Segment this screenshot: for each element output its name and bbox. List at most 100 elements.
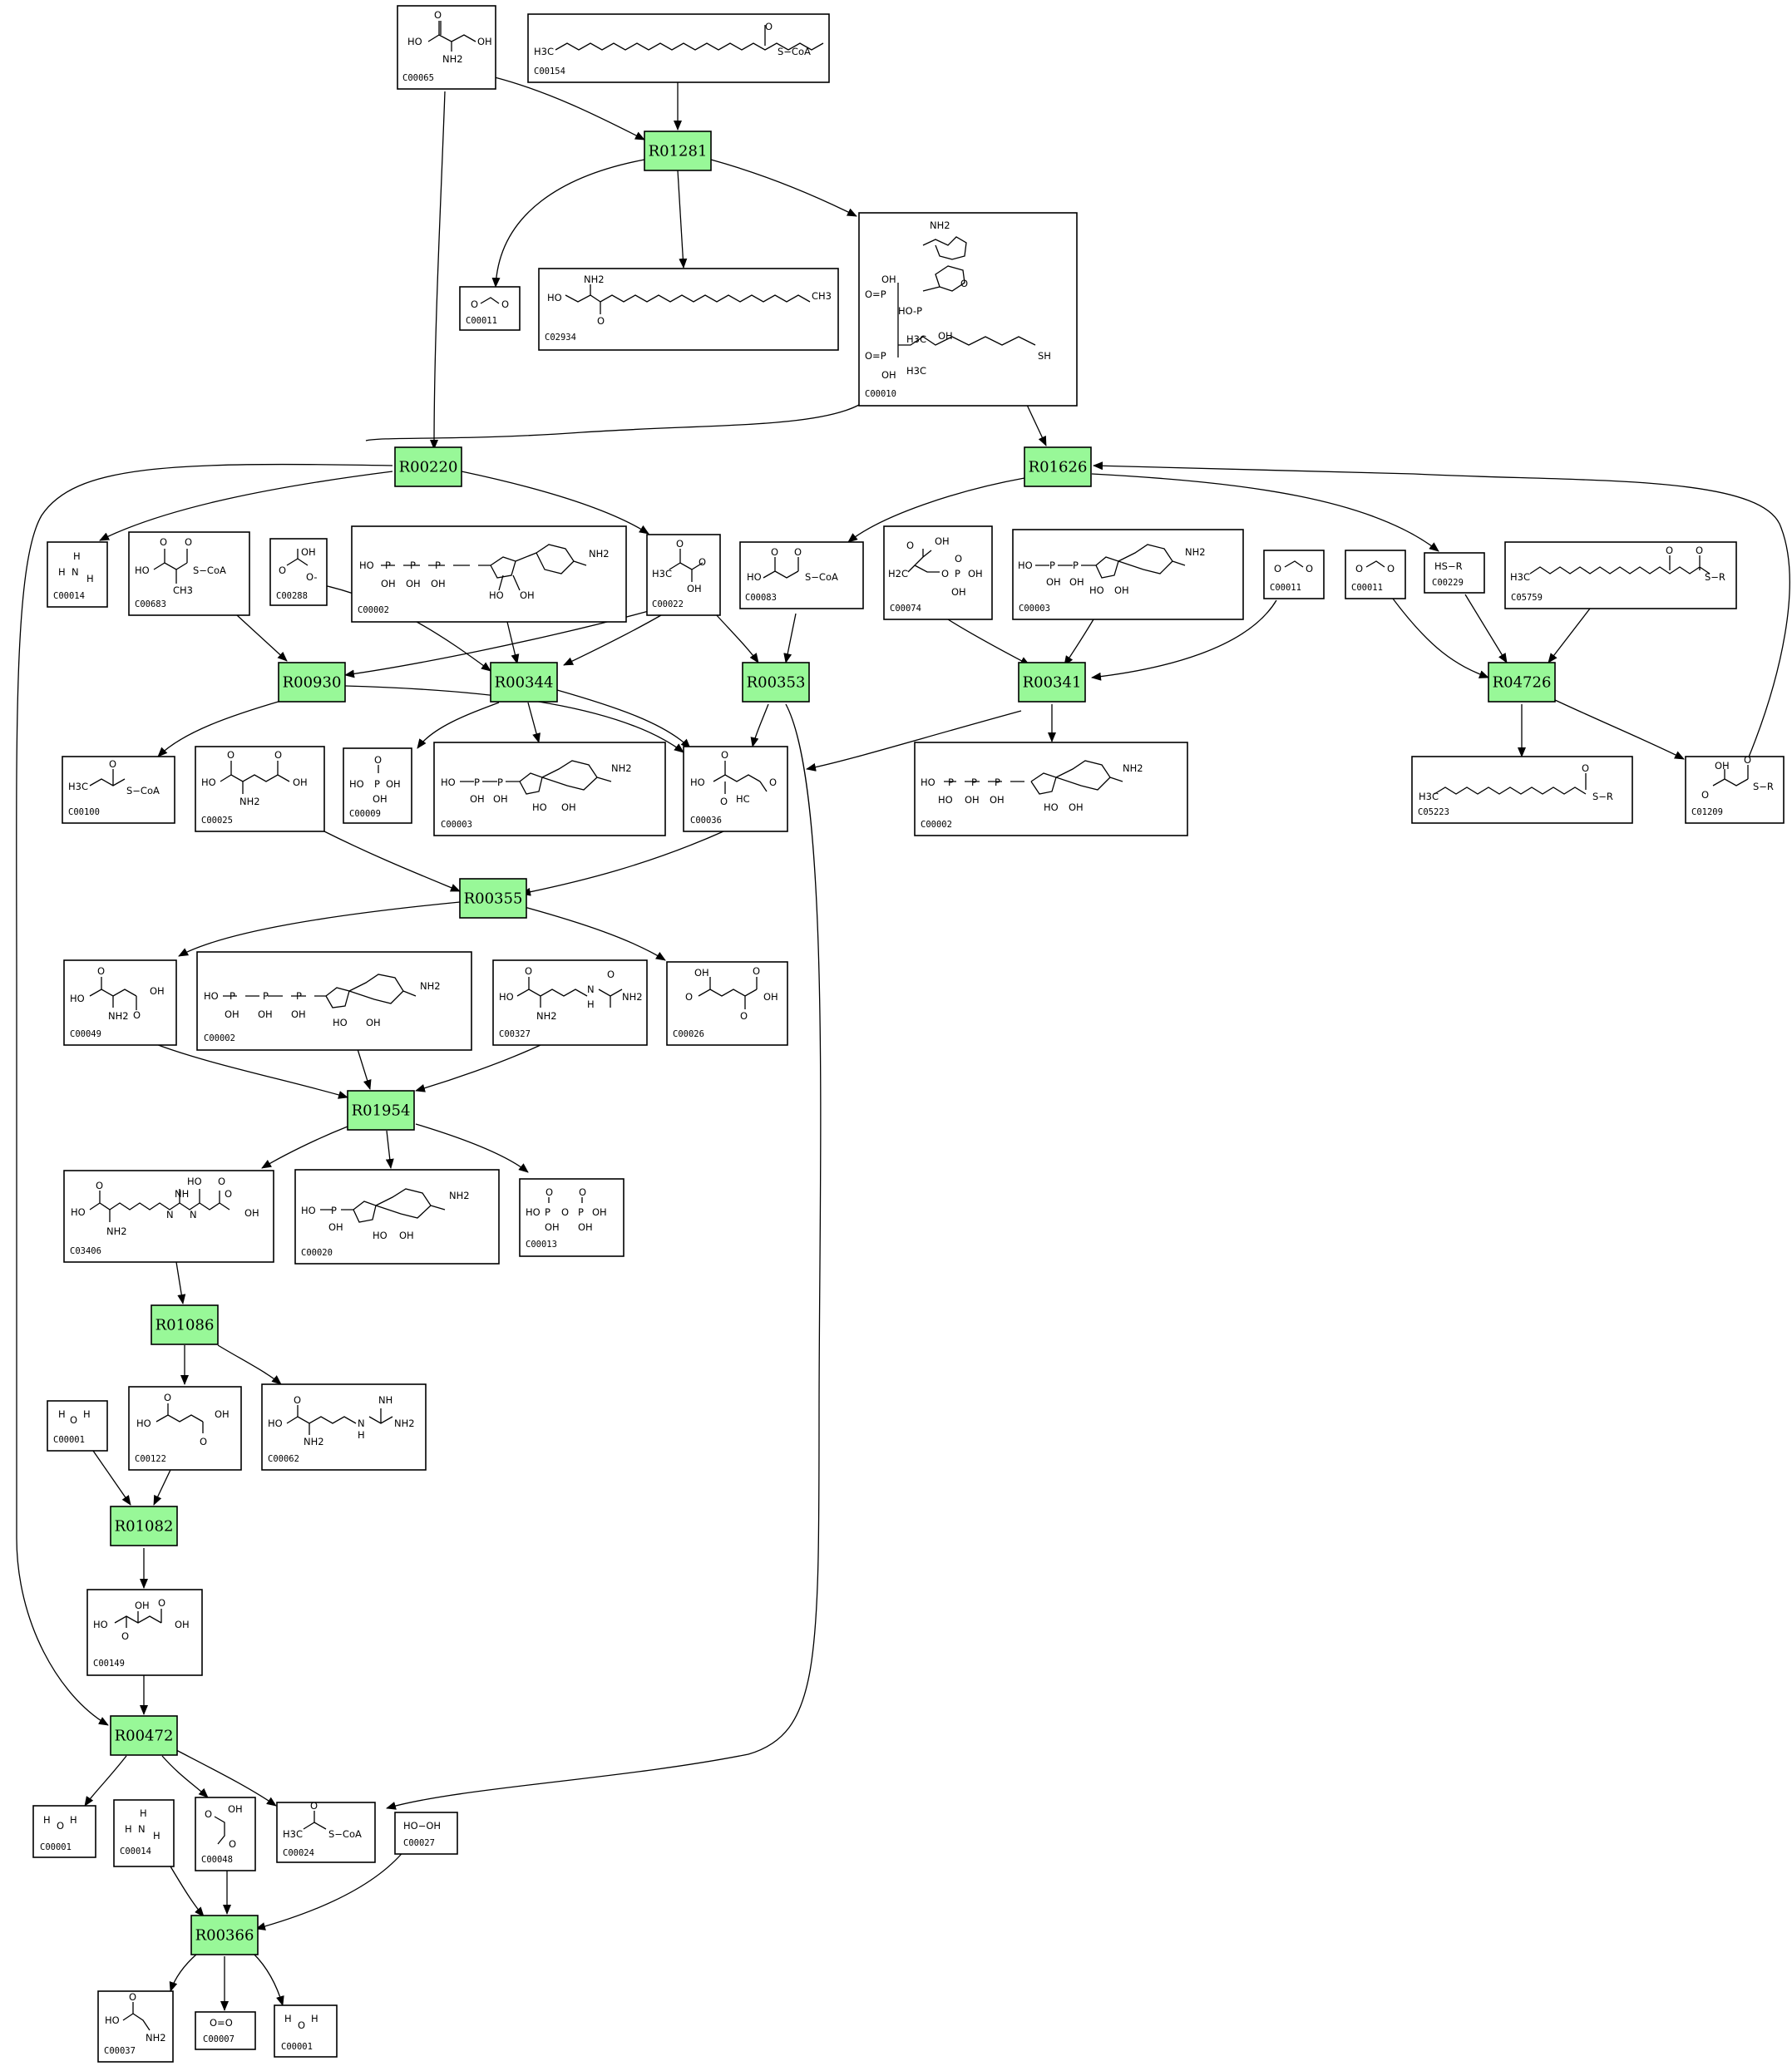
- edge-c00014-r00366: [170, 1866, 205, 1917]
- atom-label: O: [1355, 563, 1363, 574]
- compound-c00062[interactable]: HO O NH N NH2 NH2 H C00062: [261, 1383, 427, 1471]
- compound-c00027[interactable]: HO−OH C00027: [394, 1812, 458, 1855]
- atom-label: N: [358, 1418, 365, 1429]
- compound-c00010[interactable]: NH2 OH O=P HO-P O=P OH H3C H3C OH SH O C…: [858, 212, 1078, 407]
- compound-id: C00003: [441, 820, 472, 830]
- atom-label: P: [263, 990, 269, 1002]
- compound-c00011-c[interactable]: O O C00011: [1345, 550, 1406, 599]
- compound-c00024[interactable]: H3C O S−CoA C00024: [276, 1800, 376, 1863]
- compound-id: C00025: [201, 816, 233, 826]
- atom-label: P: [230, 990, 235, 1002]
- reaction-label: R00930: [283, 674, 342, 692]
- atom-label: O: [720, 796, 728, 807]
- compound-c00036[interactable]: HO O O O HC C00036: [683, 746, 788, 832]
- compound-c00013[interactable]: HO P O P OH OH OH O O C00013: [519, 1178, 624, 1257]
- compound-c00149[interactable]: HO O OH O OH C00149: [86, 1589, 203, 1676]
- compound-c00001-a[interactable]: H O H C00001: [47, 1400, 108, 1452]
- reaction-r01626[interactable]: R01626: [1024, 446, 1092, 487]
- reaction-r01086[interactable]: R01086: [151, 1304, 219, 1345]
- edge-c00229-r04726: [1464, 594, 1508, 663]
- structure-2-oxoglutarate: OH O O O OH: [685, 965, 778, 1022]
- structure-phosphoenolpyruvate: O OH H2C O P OH O OH: [888, 535, 983, 598]
- compound-c05223[interactable]: H3C O S−R C05223: [1411, 756, 1633, 824]
- atom-label: O=O: [210, 2017, 233, 2029]
- compound-c00003-b[interactable]: HO P P OH OH HO OH NH2 C00003: [433, 742, 666, 836]
- atom-label: O: [70, 1414, 77, 1426]
- reaction-r00344[interactable]: R00344: [490, 662, 558, 703]
- structure-argininosuccinate: HO O HO O NH2 NH N N O OH: [71, 1176, 259, 1237]
- compound-c00037[interactable]: HO O NH2 C00037: [97, 1990, 174, 2063]
- atom-label: OH: [244, 1207, 259, 1219]
- atom-label: SH: [1038, 350, 1051, 362]
- atom-label: O: [525, 965, 532, 977]
- atom-label: O: [721, 749, 728, 761]
- atom-label: OH: [366, 1017, 381, 1028]
- compound-c00011-b[interactable]: O O C00011: [1263, 550, 1325, 599]
- atom-label: H: [125, 1823, 132, 1835]
- compound-id: C00010: [865, 389, 896, 399]
- reaction-r00353[interactable]: R00353: [742, 662, 810, 703]
- edge-c00011-r04726: [1392, 598, 1489, 678]
- compound-c00002-a[interactable]: HO P P P OH OH OH HO OH NH2 C00002: [351, 525, 627, 623]
- reaction-r00472[interactable]: R00472: [110, 1715, 178, 1756]
- edge-r01281-c00011: [491, 159, 645, 288]
- structure-citrulline: HO O N NH2 O NH2 H: [499, 965, 643, 1022]
- compound-c00014-a[interactable]: H N H H C00014: [47, 541, 108, 608]
- compound-id: C00022: [652, 599, 684, 609]
- compound-c00154[interactable]: H3C O S−CoA C00154: [527, 13, 830, 83]
- reaction-r01281[interactable]: R01281: [644, 131, 712, 171]
- reaction-r01082[interactable]: R01082: [110, 1506, 178, 1546]
- compound-c00074[interactable]: O OH H2C O P OH O OH C00074: [883, 525, 993, 620]
- compound-c03406[interactable]: HO O HO O NH2 NH N N O OH C03406: [63, 1170, 274, 1263]
- compound-c00065[interactable]: HO OH NH2 O C00065: [397, 5, 496, 90]
- reaction-r01954[interactable]: R01954: [347, 1090, 415, 1131]
- compound-c00009[interactable]: O HO P OH OH C00009: [343, 747, 412, 824]
- compound-c00025[interactable]: HO O O OH NH2 C00025: [195, 746, 325, 832]
- reaction-r04726[interactable]: R04726: [1488, 662, 1556, 703]
- atom-label: HO: [187, 1176, 202, 1187]
- compound-c00002-b[interactable]: HO P P P HO OH OH HO OH NH2 C00002: [914, 742, 1188, 836]
- structure-malonyl-coa: HO O O S−CoA: [747, 546, 838, 583]
- reaction-r00220[interactable]: R00220: [394, 446, 462, 487]
- compound-c00001-b[interactable]: H O H C00001: [32, 1805, 96, 1858]
- compound-c00122[interactable]: O OH HO O C00122: [128, 1386, 242, 1471]
- atom-label: OH: [1114, 584, 1129, 596]
- atom-label: NH2: [1185, 546, 1206, 558]
- edge-r00344-c00036-b: [556, 689, 691, 749]
- compound-c01209[interactable]: OH O O S−R C01209: [1685, 754, 1785, 824]
- compound-c00327[interactable]: HO O N NH2 O NH2 H C00327: [492, 959, 648, 1046]
- compound-c02934[interactable]: HO NH2 O CH3 C02934: [538, 268, 839, 351]
- atom-label: H: [58, 566, 66, 578]
- edge-c00002-r01954: [357, 1048, 372, 1090]
- compound-c00683[interactable]: HO O O S−CoA CH3 C00683: [128, 531, 250, 616]
- atom-label: P: [385, 560, 391, 571]
- atom-label: HO: [921, 777, 935, 788]
- atom-label: HO: [441, 777, 456, 788]
- compound-c00026[interactable]: OH O O O OH C00026: [666, 961, 788, 1046]
- reaction-r00930[interactable]: R00930: [278, 662, 346, 703]
- compound-c00007[interactable]: O=O C00007: [195, 2011, 256, 2050]
- edge-c00003-r00341: [1064, 619, 1094, 666]
- compound-c00014-b[interactable]: H N H H C00014: [113, 1799, 175, 1867]
- compound-c00003-a[interactable]: HO P P OH OH HO OH NH2 C00003: [1012, 529, 1244, 620]
- reaction-label: R01626: [1029, 459, 1088, 476]
- compound-c00011-a[interactable]: O O C00011: [459, 286, 521, 331]
- compound-c00229[interactable]: HS−R C00229: [1424, 552, 1485, 594]
- atom-label: O: [906, 540, 914, 551]
- compound-c00001-c[interactable]: H O H C00001: [274, 2004, 338, 2058]
- compound-c00022[interactable]: H3C O O OH C00022: [646, 534, 721, 616]
- compound-c05759[interactable]: H3C O O S−R C05759: [1504, 541, 1737, 609]
- reaction-r00355[interactable]: R00355: [459, 878, 527, 919]
- reaction-r00366[interactable]: R00366: [190, 1915, 259, 1955]
- compound-c00048[interactable]: O OH O C00048: [195, 1797, 256, 1871]
- compound-c00049[interactable]: HO O OH O NH2 C00049: [63, 959, 177, 1046]
- compound-c00083[interactable]: HO O O S−CoA C00083: [739, 541, 864, 609]
- compound-c00002-c[interactable]: HO P P P OH OH OH HO OH NH2 C00002: [196, 951, 472, 1051]
- reaction-r00341[interactable]: R00341: [1018, 662, 1086, 703]
- atom-label: HO: [70, 993, 85, 1004]
- compound-c00100[interactable]: H3C O S−CoA C00100: [62, 756, 175, 824]
- compound-c00020[interactable]: HO P OH HO OH NH2 C00020: [294, 1169, 500, 1265]
- compound-c00288[interactable]: OH O O- C00288: [269, 538, 328, 606]
- atom-label: H2C: [888, 568, 908, 579]
- edge-r00366-c00037: [169, 1953, 198, 1992]
